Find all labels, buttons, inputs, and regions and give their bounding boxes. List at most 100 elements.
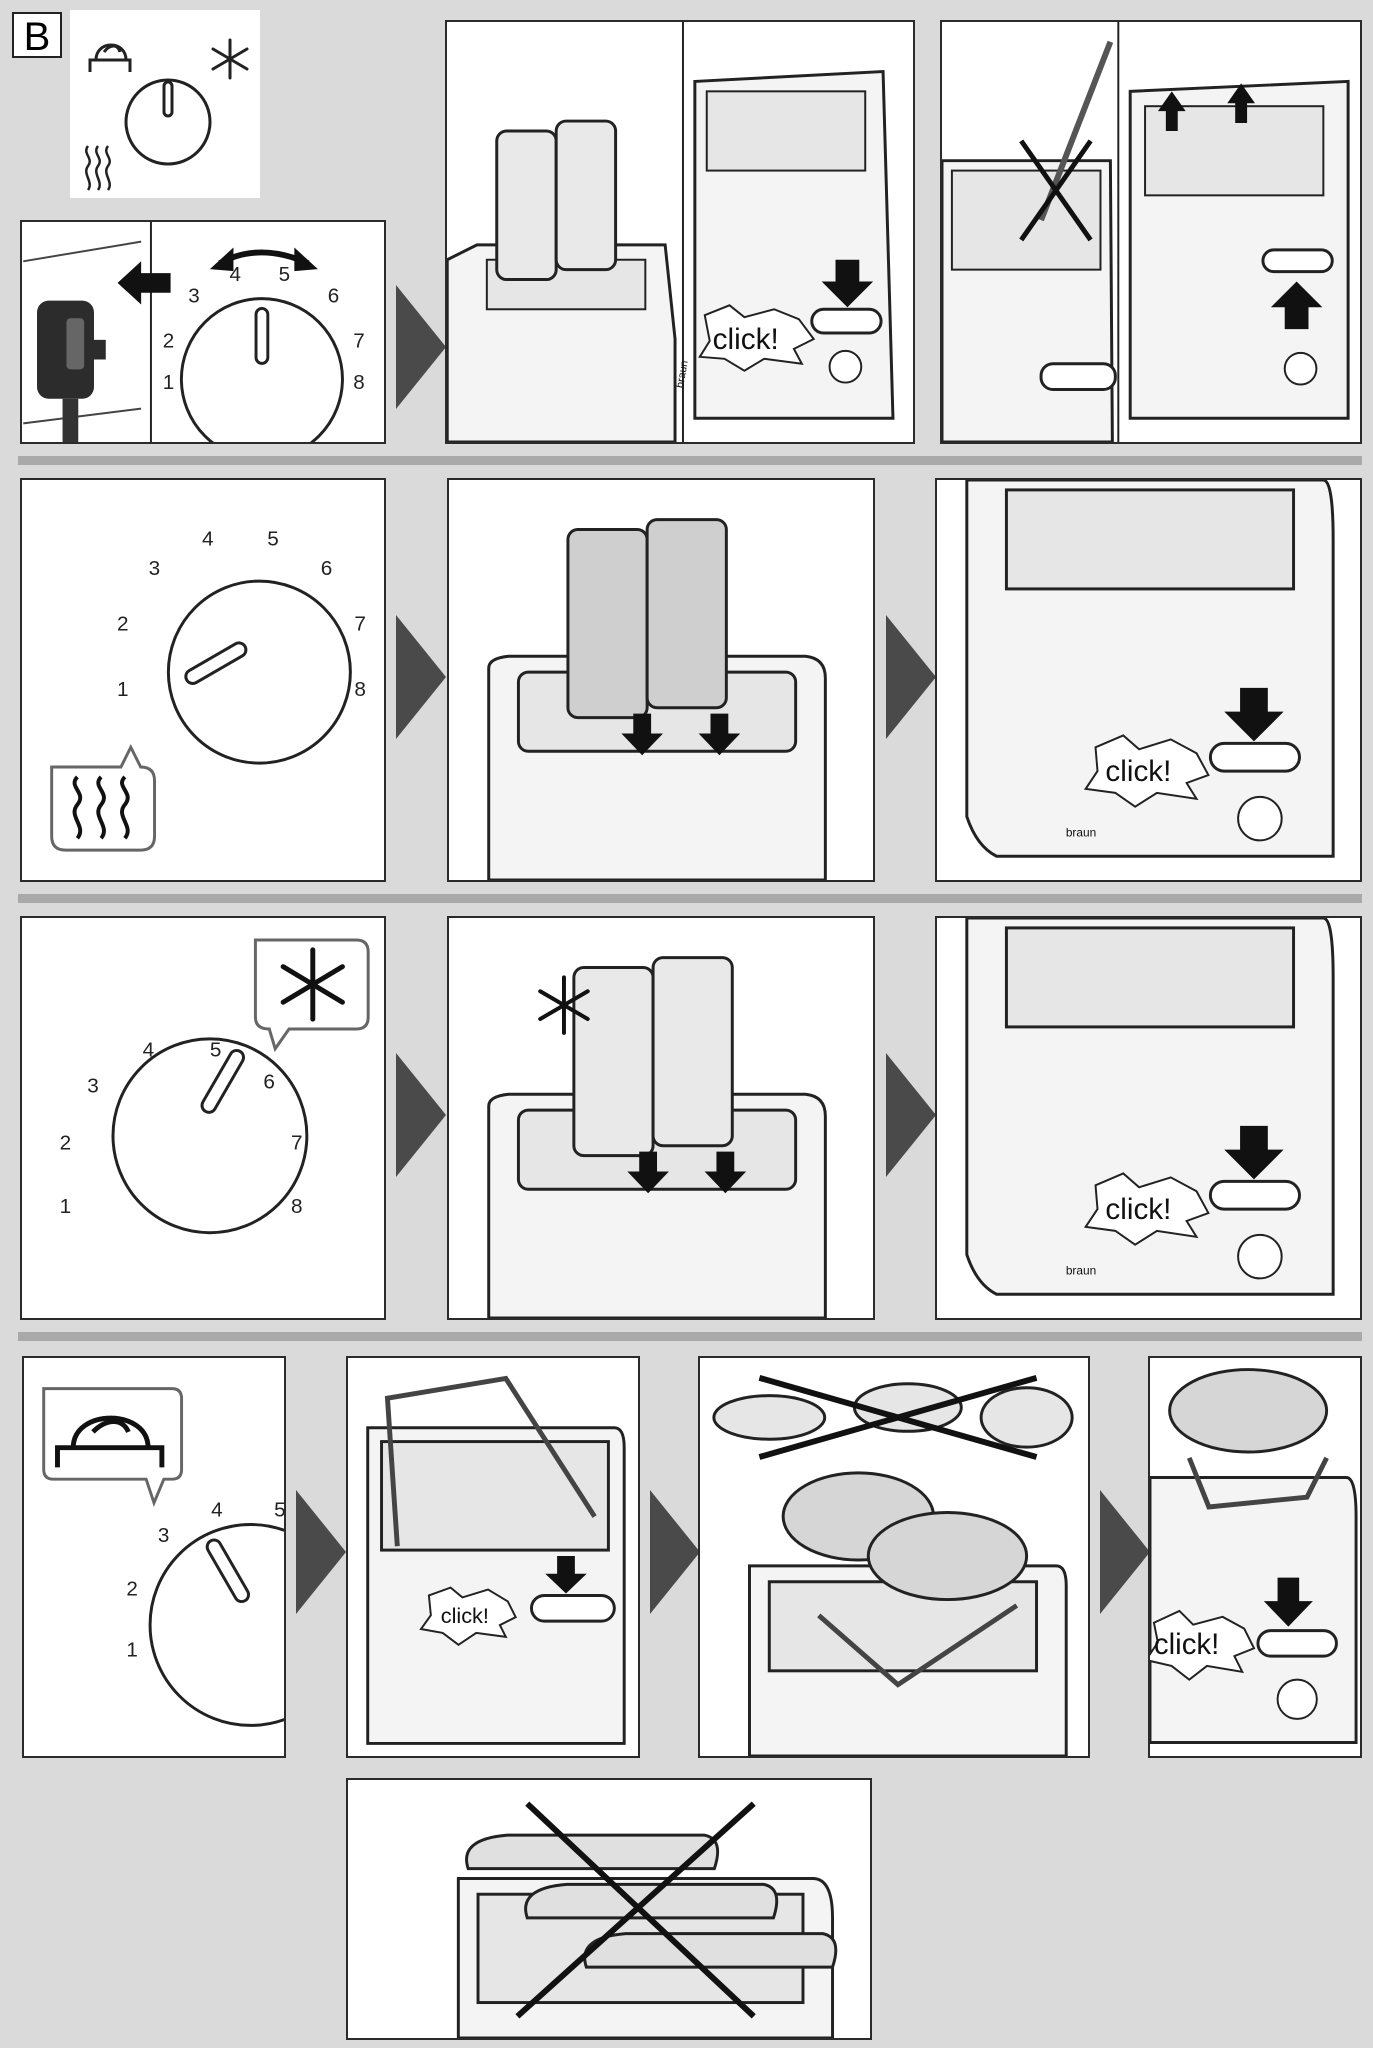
bundt-cake [979, 1386, 1074, 1449]
panel-defrost-insert [447, 916, 875, 1320]
step-arrow [886, 615, 936, 739]
click-starburst [1083, 734, 1210, 808]
row-separator [18, 894, 1362, 903]
power-plug-icon [37, 300, 106, 442]
black-arrow-icon [545, 1556, 587, 1594]
panel-defrost-dial: 1 2 3 4 5 6 7 8 [20, 916, 386, 1320]
panel-bun-warming-only [698, 1356, 1090, 1758]
bread-slice [583, 1932, 838, 1969]
heat-waves-icon [85, 145, 111, 191]
panel-insert-bread: click! braun [445, 20, 915, 444]
black-arrow-icon [627, 1151, 669, 1194]
toaster-lever [1256, 1629, 1338, 1658]
toaster-lever [1208, 741, 1301, 773]
black-arrow-icon [117, 261, 171, 305]
bread-slice [645, 518, 728, 710]
dial-number-4: 4 [211, 1499, 223, 1522]
panel-bun-dial: 1 2 3 4 5 [22, 1356, 286, 1758]
dial-number-8: 8 [291, 1195, 303, 1218]
cross-out-icon [515, 1801, 756, 2019]
bun-icon [55, 1415, 165, 1468]
dial-number-8: 8 [354, 678, 366, 701]
toaster-lever [1261, 248, 1334, 274]
click-starburst [419, 1586, 518, 1646]
dial-number-1: 1 [126, 1638, 138, 1661]
panel-plug-and-dial: 1 2 3 4 5 6 7 8 [20, 220, 386, 444]
black-arrow-icon [704, 1151, 747, 1194]
dial-number-1: 1 [163, 371, 174, 394]
dial-number-3: 3 [188, 285, 199, 308]
dial-knob [124, 78, 212, 166]
dial-number-1: 1 [117, 678, 129, 701]
step-arrow [1100, 1490, 1150, 1614]
snowflake-icon [280, 947, 345, 1022]
dial-number-6: 6 [321, 557, 333, 580]
toaster-lever [529, 1593, 616, 1623]
click-starburst [698, 304, 816, 372]
bread-slice [572, 966, 655, 1158]
section-label: B [12, 12, 62, 59]
black-arrow-icon [1263, 1577, 1313, 1627]
panel-defrost-press: click! braun [935, 916, 1362, 1320]
dial-number-5: 5 [267, 527, 279, 550]
bread-slice [495, 129, 558, 282]
dial-number-4: 4 [202, 527, 214, 550]
dial-number-5: 5 [210, 1039, 222, 1062]
black-arrow-icon [821, 259, 874, 308]
dial-number-2: 2 [126, 1577, 138, 1600]
dial-number-4: 4 [230, 263, 241, 286]
dial-number-5: 5 [279, 263, 290, 286]
dial-number-5: 5 [274, 1499, 284, 1522]
pizza-slice [712, 1394, 827, 1441]
dial-number-2: 2 [117, 613, 129, 636]
black-arrow-icon [621, 713, 663, 756]
click-starburst [1150, 1609, 1256, 1681]
cross-out-icon [758, 1374, 1038, 1460]
step-arrow [396, 1053, 446, 1177]
bread-slice [651, 956, 734, 1148]
dial-number-7: 7 [354, 613, 366, 636]
click-starburst [1083, 1172, 1210, 1246]
black-arrow-icon [1224, 687, 1284, 742]
dial-number-1: 1 [60, 1195, 72, 1218]
dial-number-3: 3 [158, 1524, 170, 1547]
bread-roll [866, 1510, 1029, 1602]
panel-reheat-press: click! braun [935, 478, 1362, 882]
fork [1038, 40, 1114, 222]
panel-reference-dial [70, 10, 260, 198]
dial-number-7: 7 [291, 1132, 303, 1155]
bread-slice [566, 528, 649, 720]
black-arrow-icon [1224, 1125, 1284, 1180]
dial-number-2: 2 [163, 330, 174, 353]
snowflake-icon [538, 975, 590, 1035]
black-arrow-icon [1270, 281, 1323, 330]
toaster-lever [1208, 1179, 1301, 1211]
panel-bun-rack-press: click! [346, 1356, 640, 1758]
panel-reheat-dial: 1 2 3 4 5 6 7 8 [20, 478, 386, 882]
row-separator [18, 456, 1362, 465]
bun-icon [88, 43, 132, 72]
bread-slice [554, 119, 618, 272]
step-arrow [396, 285, 446, 409]
heat-waves-icon [72, 775, 130, 840]
snowflake-icon [211, 38, 249, 80]
step-arrow [396, 615, 446, 739]
dial-number-7: 7 [353, 330, 364, 353]
click-label: click! [1154, 1628, 1219, 1661]
step-arrow [296, 1490, 346, 1614]
dial-number-6: 6 [328, 285, 339, 308]
click-label: click! [1105, 755, 1171, 788]
panel-no-bread-on-top [346, 1778, 872, 2040]
step-arrow [886, 1053, 936, 1177]
black-arrow-icon [1227, 83, 1256, 124]
bread-slice [465, 1833, 720, 1871]
panel-no-metal-utensils [940, 20, 1362, 444]
dial-number-4: 4 [143, 1039, 155, 1062]
click-label: click! [441, 1603, 489, 1628]
dial-number-3: 3 [87, 1074, 99, 1097]
dial-pointer [162, 80, 174, 118]
dial-number-6: 6 [263, 1070, 275, 1093]
bun-warming-rack [384, 1375, 597, 1547]
click-label: click! [713, 323, 779, 356]
dial-number-2: 2 [60, 1132, 72, 1155]
